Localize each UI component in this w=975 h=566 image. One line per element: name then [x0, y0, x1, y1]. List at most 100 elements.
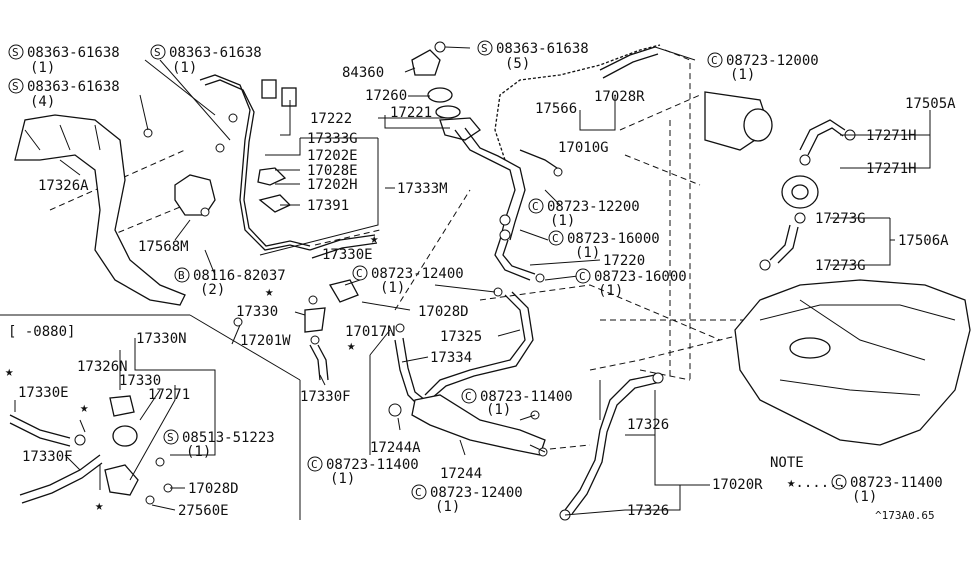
- hose-17273G: [759, 212, 806, 271]
- star-icon: ★: [265, 284, 274, 300]
- label-17325: 17325: [440, 329, 482, 345]
- label-17326-b: 17326: [627, 503, 669, 519]
- label-17028R: 17028R: [594, 89, 645, 105]
- label-08723-12400-b: 08723-12400: [430, 485, 523, 501]
- clamp-symbol: C: [575, 268, 591, 284]
- part-labels: 08363-61638 (1) 08363-61638 (1) 08363-61…: [8, 41, 956, 519]
- svg-text:S: S: [167, 431, 174, 444]
- svg-text:C: C: [465, 390, 472, 403]
- label-17221: 17221: [390, 105, 432, 121]
- label-08363-61638-b: 08363-61638: [169, 45, 262, 61]
- label-08723-11400-b: 08723-11400: [326, 457, 419, 473]
- label-17334: 17334: [430, 350, 472, 366]
- qty-label: (1): [30, 60, 55, 76]
- label-08363-61638-a: 08363-61638: [27, 45, 120, 61]
- svg-text:S: S: [12, 46, 19, 59]
- svg-text:C: C: [579, 270, 586, 283]
- label-08723-12200: 08723-12200: [547, 199, 640, 215]
- label-17330E-b: 17330E: [18, 385, 69, 401]
- star-icon: ★: [347, 338, 356, 354]
- label-17017N: 17017N: [345, 324, 396, 340]
- svg-text:S: S: [481, 42, 488, 55]
- label-17330E: 17330E: [322, 247, 373, 263]
- clamp-symbol: C: [307, 456, 323, 472]
- star-icon: ★: [5, 364, 14, 380]
- star-icon: ★: [95, 498, 104, 514]
- label-17273G-a: 17273G: [815, 211, 866, 227]
- label-17271: 17271: [148, 387, 190, 403]
- hose-17334: [394, 337, 426, 406]
- qty-label: (1): [435, 499, 460, 515]
- svg-text:C: C: [552, 232, 559, 245]
- label-08723-12000: 08723-12000: [726, 53, 819, 69]
- svg-text:B: B: [178, 269, 185, 282]
- label-17333M: 17333M: [397, 181, 448, 197]
- label-17222: 17222: [310, 111, 352, 127]
- label-08513-51223: 08513-51223: [182, 430, 275, 446]
- qty-label: (5): [505, 56, 530, 72]
- qty-label: (4): [30, 94, 55, 110]
- qty-label: (1): [172, 60, 197, 76]
- charcoal-canister: [704, 91, 773, 151]
- qty-label: (1): [486, 402, 511, 418]
- label-17271H-b: 17271H: [866, 161, 917, 177]
- label-17028D: 17028D: [418, 304, 469, 320]
- label-08723-12400-a: 08723-12400: [371, 266, 464, 282]
- label-17330-b: 17330: [119, 373, 161, 389]
- label-17202H: 17202H: [307, 177, 358, 193]
- label-27560E: 27560E: [178, 503, 229, 519]
- svg-text:S: S: [12, 80, 19, 93]
- label-17330F-b: 17330F: [22, 449, 73, 465]
- hose-17326: [559, 372, 664, 521]
- label-17391: 17391: [307, 198, 349, 214]
- qty-label: (1): [186, 444, 211, 460]
- label-17202E: 17202E: [307, 148, 358, 164]
- label-08363-61638-c: 08363-61638: [27, 79, 120, 95]
- screw-symbol: S: [477, 40, 493, 56]
- legend-note: NOTE ★...... 08723-11400 (1) ^173A0.65: [770, 455, 943, 522]
- note-title: NOTE: [770, 455, 804, 471]
- label-84360: 84360: [342, 65, 384, 81]
- screw-symbol: S: [150, 44, 166, 60]
- qty-label: (1): [380, 280, 405, 296]
- label-17330N: 17330N: [136, 331, 187, 347]
- clamp-symbol: C: [548, 230, 564, 246]
- filler-tube: [454, 127, 526, 241]
- label-17244A: 17244A: [370, 440, 421, 456]
- label-08723-16000-b: 08723-16000: [594, 269, 687, 285]
- hose-17220: [494, 214, 536, 281]
- leader-lines: [14, 46, 931, 516]
- circled-symbols: S S S S C C C B C C C S C C C: [8, 40, 847, 500]
- fuel-filler-cap-assembly: [411, 41, 481, 141]
- label-17330: 17330: [236, 304, 278, 320]
- screw-symbol: S: [8, 44, 24, 60]
- screw-symbol: S: [163, 429, 179, 445]
- canister-bracket: [174, 174, 216, 217]
- qty-label: (1): [575, 245, 600, 261]
- svg-text:C: C: [311, 458, 318, 471]
- label-08723-16000-a: 08723-16000: [567, 231, 660, 247]
- corrugated-vent-hose: [494, 44, 661, 171]
- inset-frame: [0, 314, 301, 520]
- label-17568M: 17568M: [138, 239, 189, 255]
- label-17330F-a: 17330F: [300, 389, 351, 405]
- canister-hose-17271H: [799, 119, 856, 166]
- label-17028D-b: 17028D: [188, 481, 239, 497]
- screw-symbol: S: [8, 78, 24, 94]
- label-17020R: 17020R: [712, 477, 763, 493]
- svg-text:C: C: [532, 200, 539, 213]
- hose-17028R: [599, 46, 659, 79]
- clamp-symbol: C: [831, 474, 847, 490]
- clamp-symbol: C: [352, 265, 368, 281]
- filler-neck-protector: [14, 114, 186, 306]
- label-17326N: 17326N: [77, 359, 128, 375]
- clamp-symbol: C: [528, 198, 544, 214]
- label-17271H-a: 17271H: [866, 128, 917, 144]
- label-17326-a: 17326: [627, 417, 669, 433]
- label-17028E: 17028E: [307, 163, 358, 179]
- svg-text:C: C: [356, 267, 363, 280]
- qty-label: (1): [598, 283, 623, 299]
- qty-label: (1): [852, 489, 877, 505]
- label-17333G: 17333G: [307, 131, 358, 147]
